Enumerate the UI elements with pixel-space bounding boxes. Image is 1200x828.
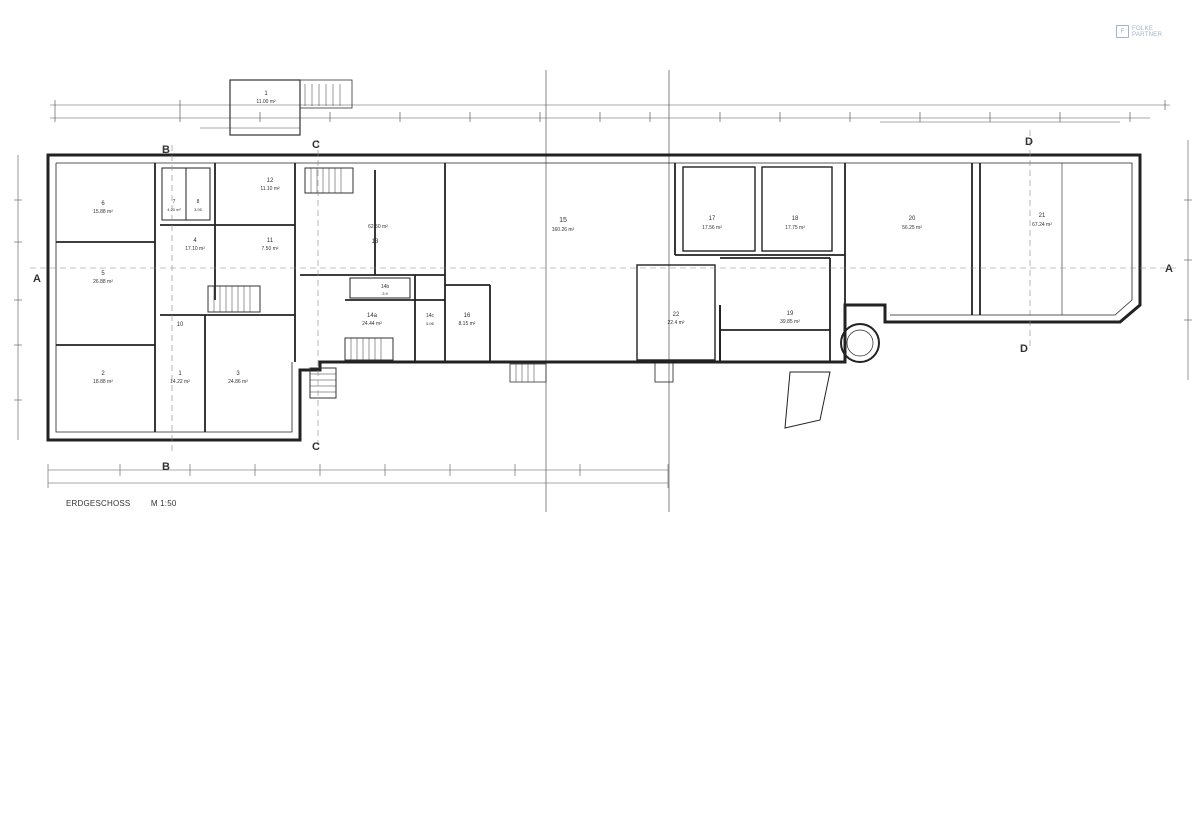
room-number: 8 — [197, 199, 200, 205]
room-5: 5 26.88 m² — [93, 271, 113, 285]
room-area: 17.10 m² — [185, 246, 205, 252]
room-area: 15.88 m² — [93, 209, 113, 215]
room-number: 19 — [787, 311, 794, 317]
room-area: 56.25 m² — [902, 225, 922, 231]
room-19: 19 39.85 m² — [780, 311, 800, 325]
room-8: 8 3.95 — [194, 199, 203, 212]
room-area: 62.50 m² — [368, 224, 388, 230]
room-20: 20 56.25 m² — [902, 216, 922, 231]
room-18: 18 17.75 m² — [785, 216, 805, 231]
section-mark-a-right: A — [1165, 263, 1173, 275]
room-22: 22 22.4 m² — [668, 312, 685, 326]
room-area: 22.4 m² — [668, 320, 685, 326]
room-11: 11 7.50 m² — [262, 238, 279, 252]
room-number: 18 — [792, 216, 799, 222]
room-area: 24.86 m² — [228, 379, 248, 385]
room-number: 14b — [381, 284, 390, 290]
room-1: 1 14.22 m² — [170, 371, 190, 385]
dimension-lines-side — [14, 140, 1192, 440]
room-number: 15 — [559, 217, 567, 224]
logo-line-1: FOLKE — [1132, 25, 1154, 32]
section-mark-c-top: C — [312, 139, 320, 151]
room-number: 16 — [464, 313, 471, 319]
section-mark-c-bottom: C — [312, 441, 320, 453]
room-number: 1 — [178, 371, 182, 377]
room-number: 14a — [367, 313, 378, 319]
dimension-lines-top — [50, 100, 1170, 129]
room-2: 2 18.88 m² — [93, 371, 113, 385]
interior-walls — [56, 163, 1063, 432]
section-mark-a-left: A — [33, 273, 41, 285]
room-area: 39.85 m² — [780, 319, 800, 325]
room-number: 21 — [1039, 213, 1046, 219]
room-area: 11.10 m² — [260, 186, 280, 192]
drawing-title: ERDGESCHOSS — [66, 499, 131, 508]
room-15: 15 160.26 m² — [552, 217, 575, 233]
room-number: 12 — [267, 178, 274, 184]
room-area: 8.15 m² — [459, 321, 476, 327]
room-21: 21 67.24 m² — [1032, 213, 1052, 228]
room-3: 3 24.86 m² — [228, 371, 248, 385]
room-number: 17 — [709, 216, 716, 222]
room-number: 11 — [267, 238, 274, 244]
section-mark-d-top: D — [1025, 136, 1033, 148]
room-16: 16 8.15 m² — [459, 313, 476, 327]
room-area: 3.95 — [194, 207, 203, 212]
room-area: 17.75 m² — [785, 225, 805, 231]
room-number: 20 — [909, 216, 916, 222]
section-mark-d-bottom: D — [1020, 343, 1028, 355]
room-10: 10 — [177, 322, 184, 328]
room-number: 14c — [426, 313, 435, 319]
room-area: 14.22 m² — [170, 379, 190, 385]
room-number: 22 — [673, 312, 680, 318]
drawing-scale: M 1:50 — [150, 499, 177, 508]
tower-and-ramp — [654, 323, 880, 429]
room-number: 10 — [177, 322, 184, 328]
company-logo: F FOLKE PARTNER — [1116, 25, 1162, 38]
room-number: 6 — [101, 201, 105, 207]
room-area: 11.00 m² — [256, 99, 276, 105]
room-area: 7.50 m² — [262, 246, 279, 252]
dimension-lines-bottom — [47, 464, 669, 488]
room-number: 4 — [193, 238, 197, 244]
room-stair-top: 1 11.00 m² — [256, 91, 276, 105]
room-number: 7 — [173, 199, 176, 205]
room-area: 160.26 m² — [552, 227, 575, 233]
room-area: 24.44 m² — [362, 321, 382, 327]
room-labels: 1 11.00 m² 1 14.22 m² 2 18.88 m² 3 24.86… — [93, 91, 1052, 385]
exterior-walls — [46, 153, 1142, 442]
room-area: 67.24 m² — [1032, 222, 1052, 228]
room-number: 2 — [101, 371, 105, 377]
drawing-caption: ERDGESCHOSS M 1:50 — [66, 499, 195, 508]
room-13: 62.50 m² 13 — [368, 224, 388, 245]
room-area: 5.96 — [426, 321, 435, 326]
stair-annex — [229, 79, 353, 136]
room-area: 4.20 m² — [167, 207, 181, 212]
room-area: 18.88 m² — [93, 379, 113, 385]
room-number: 1 — [264, 91, 268, 97]
room-area: 26.88 m² — [93, 279, 113, 285]
room-area: 3.9 — [382, 291, 388, 296]
room-number: 5 — [101, 271, 105, 277]
room-14b: 14b 3.9 — [381, 284, 390, 296]
room-number: 3 — [236, 371, 240, 377]
room-number: 13 — [372, 239, 379, 245]
room-7: 7 4.20 m² — [167, 199, 181, 212]
room-4: 4 17.10 m² — [185, 238, 205, 252]
stairs — [207, 167, 547, 399]
room-14a: 14a 24.44 m² — [362, 313, 382, 327]
room-area: 17.56 m² — [702, 225, 722, 231]
section-mark-b-bottom: B — [162, 461, 170, 473]
room-6: 6 15.88 m² — [93, 201, 113, 215]
section-mark-b-top: B — [162, 144, 170, 156]
room-14c: 14c 5.96 — [426, 313, 435, 326]
logo-text: FOLKE PARTNER — [1132, 26, 1162, 38]
room-12: 12 11.10 m² — [260, 178, 280, 192]
room-17: 17 17.56 m² — [702, 216, 722, 231]
logo-mark-icon: F — [1116, 25, 1129, 38]
axis-lines — [30, 130, 1180, 455]
logo-line-2: PARTNER — [1132, 31, 1163, 38]
